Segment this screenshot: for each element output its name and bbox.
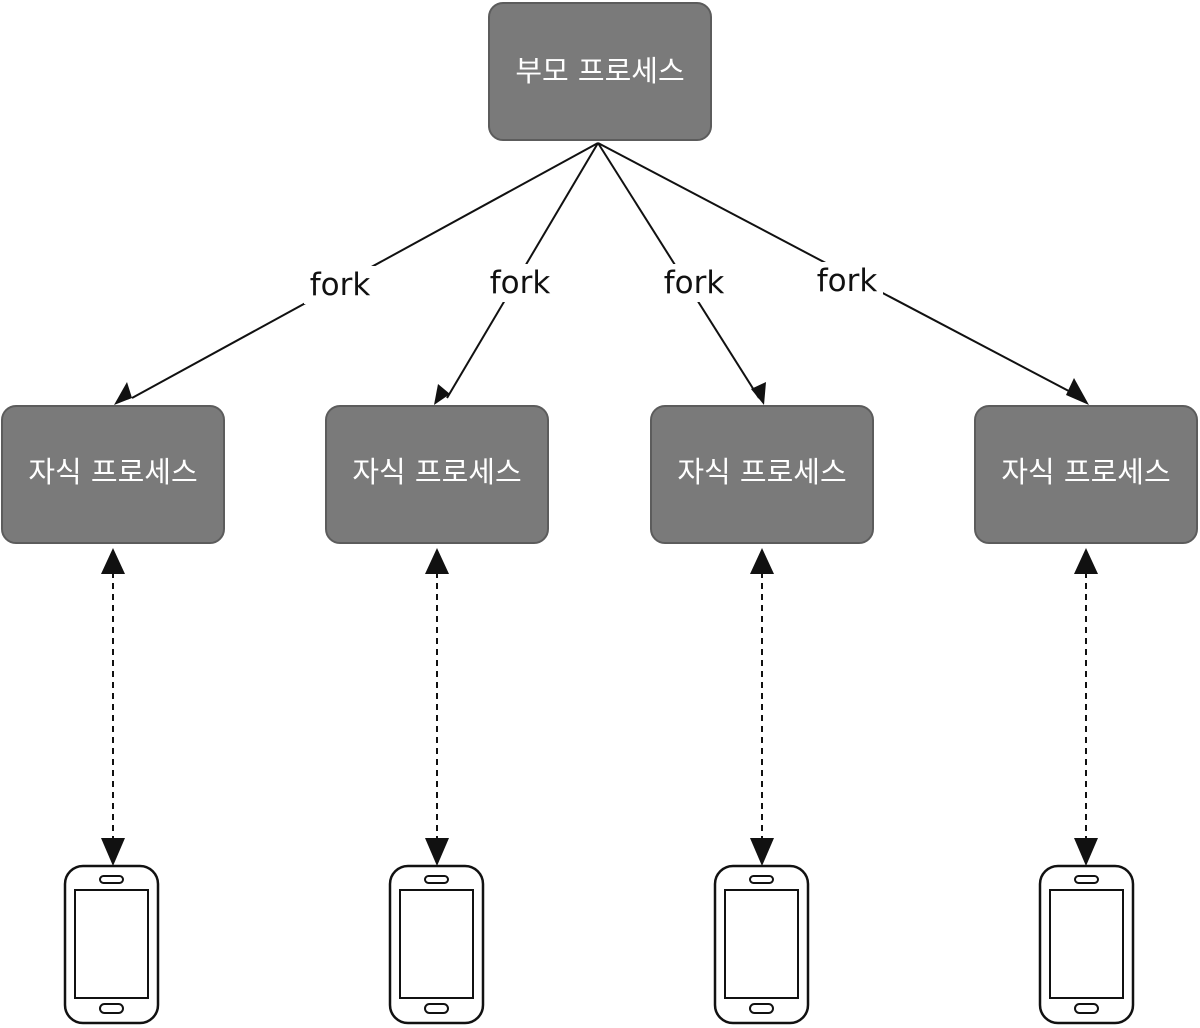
- link-arrow-up-3: [750, 548, 774, 574]
- child-process-box-3: 자식 프로세스: [650, 405, 874, 544]
- link-arrow-down-3: [750, 838, 774, 866]
- link-arrow-down-4: [1074, 838, 1098, 866]
- fork-arrowhead-4: [1066, 378, 1089, 405]
- link-arrow-up-2: [425, 548, 449, 574]
- child-process-label-4: 자식 프로세스: [1001, 455, 1170, 489]
- child-process-label-1: 자식 프로세스: [28, 455, 197, 489]
- parent-process-label: 부모 프로세스: [515, 54, 684, 88]
- fork-arrowhead-3: [751, 382, 766, 405]
- link-arrow-down-1: [101, 838, 125, 866]
- fork-arrowhead-1: [114, 382, 132, 405]
- smartphone-icon: [713, 864, 810, 1025]
- child-process-box-1: 자식 프로세스: [1, 405, 225, 544]
- child-process-label-2: 자식 프로세스: [352, 455, 521, 489]
- parent-process-box: 부모 프로세스: [488, 2, 712, 141]
- fork-labels: fork fork fork fork: [304, 262, 883, 304]
- client-links: [101, 548, 1098, 866]
- child-process-box-2: 자식 프로세스: [325, 405, 549, 544]
- smartphone-icon: [1038, 864, 1135, 1025]
- link-arrow-up-4: [1074, 548, 1098, 574]
- link-arrow-up-1: [101, 548, 125, 574]
- link-arrow-down-2: [425, 838, 449, 866]
- child-process-label-3: 자식 프로세스: [677, 455, 846, 489]
- child-process-box-4: 자식 프로세스: [974, 405, 1198, 544]
- fork-label-4: fork: [817, 263, 878, 299]
- fork-label-2: fork: [490, 265, 551, 301]
- fork-arrowhead-2: [434, 384, 450, 405]
- fork-edges: [114, 142, 1089, 405]
- smartphone-icon: [63, 864, 160, 1025]
- smartphone-icon: [388, 864, 485, 1025]
- fork-label-3: fork: [664, 265, 725, 301]
- fork-label-1: fork: [310, 267, 371, 303]
